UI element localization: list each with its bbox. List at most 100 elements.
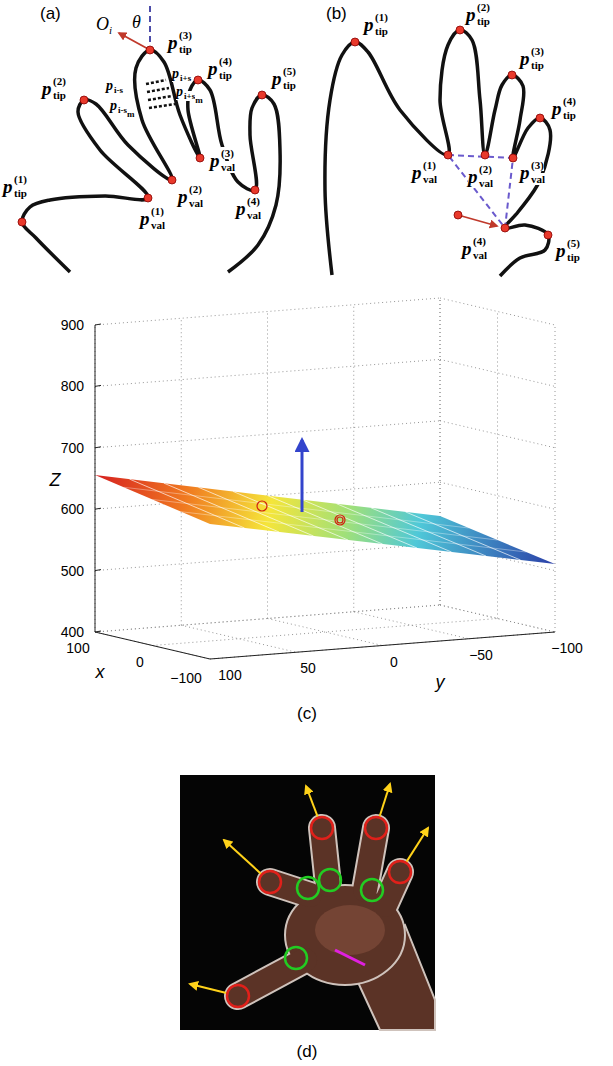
symbol-script: tip (179, 43, 192, 55)
grid-line (497, 312, 498, 619)
hatch-mark (146, 80, 166, 84)
axis-line (95, 385, 101, 386)
grid-line (95, 632, 210, 659)
grid-line (440, 298, 441, 605)
hand-contour (325, 30, 551, 276)
grid-line (95, 325, 96, 632)
key-point (18, 218, 26, 226)
hand-contour (22, 50, 280, 272)
point-symbol: p (42, 78, 52, 100)
point-symbol: p (272, 68, 282, 90)
grid-line (95, 544, 440, 571)
panel-label: (c) (297, 704, 317, 724)
point-symbol: p (520, 162, 530, 184)
axis-line (95, 447, 101, 448)
panel-label: (b) (326, 4, 347, 24)
grid-line (153, 619, 498, 646)
symbol-script: (3) (531, 45, 544, 57)
axis-line (95, 631, 101, 632)
valley-marker (297, 877, 319, 899)
point-symbol: p (466, 4, 476, 26)
valley-triangle (448, 155, 513, 228)
axis-line (95, 570, 101, 571)
symbol-script: tip (531, 59, 544, 71)
point-symbol: p (140, 208, 150, 230)
symbol-script: (4) (563, 95, 576, 107)
finger-direction (406, 828, 428, 862)
key-point (536, 114, 544, 122)
tick-label: 50 (300, 660, 316, 676)
palm-point (335, 515, 345, 525)
plane-grid (153, 500, 498, 541)
symbol-script: val (531, 173, 545, 185)
point-symbol: p (3, 176, 13, 198)
fingertip-marker (259, 871, 281, 893)
point-symbol: p (176, 84, 183, 100)
angle-symbol: θ (132, 12, 141, 33)
panel-label: (a) (40, 4, 61, 24)
symbol-script: (5) (283, 65, 296, 77)
key-point (481, 151, 489, 159)
key-point (456, 26, 464, 34)
symbol-script: (4) (247, 195, 260, 207)
symbol-script: (4) (473, 235, 486, 247)
key-point (144, 194, 152, 202)
key-point (509, 154, 517, 162)
panel-label: (d) (297, 1042, 318, 1062)
key-point (251, 186, 259, 194)
point-symbol: p (210, 150, 220, 172)
grid-line (95, 605, 440, 632)
key-point (351, 38, 359, 46)
symbol-subscript: m (127, 109, 135, 119)
plane-grid (181, 512, 526, 552)
direction-arrow (458, 215, 497, 226)
symbol-script: tip (477, 15, 490, 27)
grid-line (181, 625, 296, 652)
palm-point (337, 517, 343, 523)
direction-arrow (119, 33, 150, 50)
symbol-script: tip (53, 89, 66, 101)
panel-c (95, 298, 555, 659)
key-point (501, 224, 509, 232)
finger (385, 872, 400, 905)
symbol-script: (2) (53, 75, 66, 87)
palm-shade (315, 905, 385, 955)
tick-label: 800 (61, 378, 84, 394)
fingertip-marker (311, 817, 333, 839)
symbol-subscript: i+s (180, 73, 191, 83)
symbol-script: val (473, 249, 487, 261)
symbol-script: (2) (477, 1, 490, 13)
symbol-script: (3) (531, 159, 544, 171)
finger-rim (270, 882, 310, 895)
point-symbol: p (462, 238, 472, 260)
finger (270, 882, 310, 895)
axis-line (95, 325, 96, 632)
key-point (444, 151, 452, 159)
key-point (454, 211, 462, 219)
grid-line (210, 632, 555, 659)
symbol-script: (1) (14, 173, 27, 185)
point-symbol: p (552, 98, 562, 120)
axis-label: y (436, 672, 445, 693)
point-symbol: p (556, 240, 566, 262)
key-point (544, 231, 552, 239)
symbol-script: tip (283, 79, 296, 91)
symbol-script: tip (563, 109, 576, 121)
key-point (80, 96, 88, 104)
fingertip-marker (389, 861, 411, 883)
tick-label: 0 (136, 654, 144, 670)
axis-line (95, 324, 101, 325)
tick-label: 100 (218, 667, 241, 683)
symbol-subscript: i+s (184, 91, 195, 101)
symbol-subscript: i-s (114, 85, 123, 95)
tick-label: 700 (61, 440, 84, 456)
symbol-script: tip (375, 25, 388, 37)
symbol-script: (1) (375, 11, 388, 23)
panel-d (180, 775, 435, 1030)
symbol-script: tip (219, 69, 232, 81)
hatch-mark (148, 96, 172, 100)
symbol-script: (4) (219, 55, 232, 67)
tick-label: 500 (61, 563, 84, 579)
